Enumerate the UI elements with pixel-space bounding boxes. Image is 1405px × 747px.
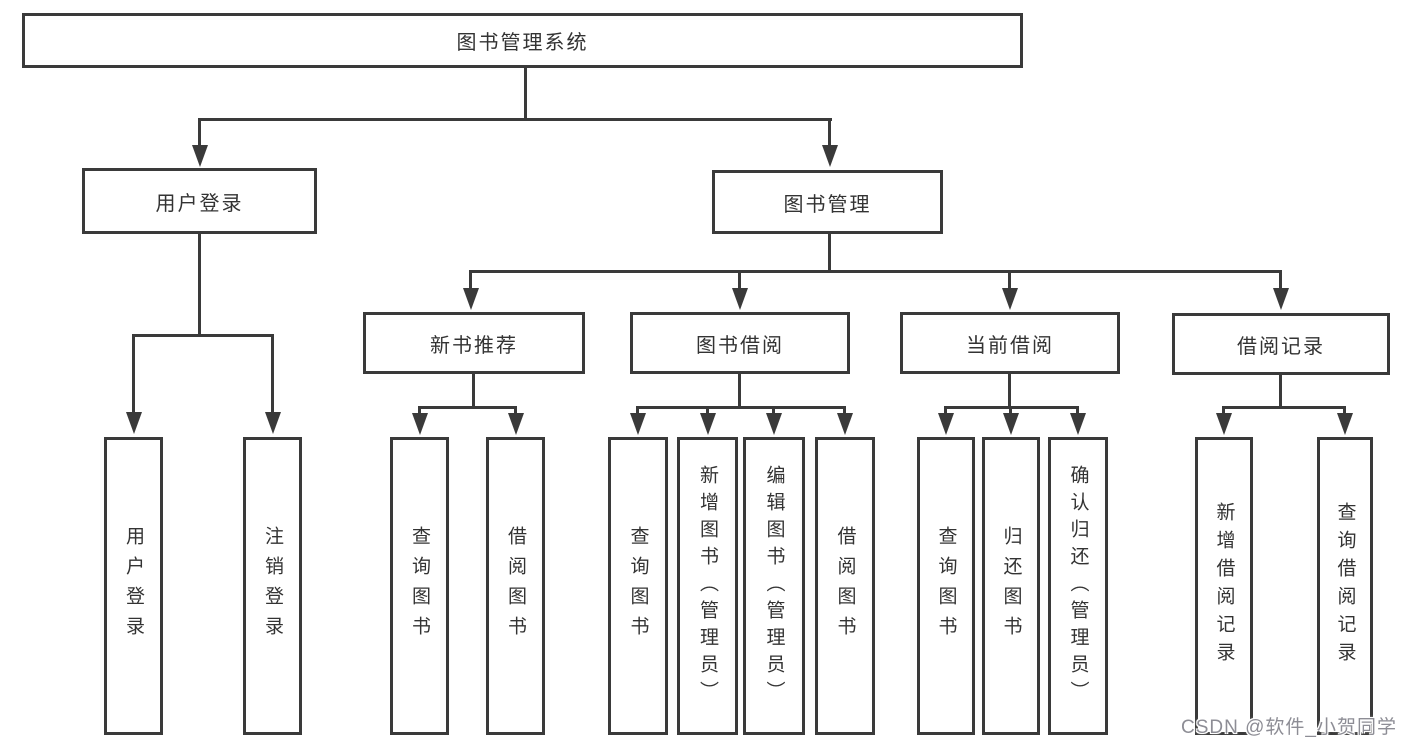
node-label: 新书推荐	[430, 334, 518, 357]
connector-drop	[706, 406, 709, 416]
leaf-label: 注销登录	[262, 526, 283, 646]
node-label: 图书管理	[783, 193, 872, 216]
leaf-label: 确认归还（管理员）	[1067, 464, 1089, 708]
leaf-query-books-recommend: 查询图书	[390, 437, 449, 735]
arrowhead-leaf	[508, 413, 524, 435]
leaf-label: 查询图书	[409, 526, 430, 646]
connector-book-mgmt-stem	[828, 233, 831, 273]
connector-drop	[636, 406, 639, 416]
arrowhead-new-book	[463, 288, 479, 310]
connector-user-login-stem	[198, 233, 201, 337]
node-book-management: 图书管理	[712, 170, 943, 234]
leaf-label: 借阅图书	[834, 526, 856, 646]
node-current-borrowing: 当前借阅	[900, 312, 1120, 374]
connector-drop	[1222, 406, 1225, 416]
arrowhead-leaf-user-login	[126, 412, 142, 434]
arrowhead-leaf	[938, 413, 954, 435]
arrowhead-leaf	[1070, 413, 1086, 435]
leaf-label: 归还图书	[1000, 526, 1022, 646]
node-label: 用户登录	[155, 192, 244, 215]
leaf-add-books-admin: 新增图书（管理员）	[677, 437, 738, 735]
connector-drop	[843, 406, 846, 416]
leaf-borrow-books-recommend: 借阅图书	[486, 437, 545, 735]
arrowhead-leaf	[1216, 413, 1232, 435]
arrowhead-leaf	[766, 413, 782, 435]
node-borrowing-records: 借阅记录	[1172, 313, 1390, 375]
leaf-label: 新增图书（管理员）	[697, 464, 718, 708]
connector-current-borrow-children-horizontal	[945, 406, 1079, 409]
leaf-edit-books-admin: 编辑图书（管理员）	[743, 437, 805, 735]
connector-drop	[418, 406, 421, 416]
connector-leaf-user-login-drop	[132, 334, 135, 414]
csdn-watermark: CSDN @软件_小贺同学	[1181, 717, 1397, 738]
connector-drop	[944, 406, 947, 416]
arrowhead-leaf	[412, 413, 428, 435]
leaf-label: 编辑图书（管理员）	[763, 464, 785, 708]
node-book-borrowing: 图书借阅	[630, 312, 850, 374]
connector-new-book-stem	[472, 374, 475, 408]
arrowhead-leaf	[1337, 413, 1353, 435]
node-label: 借阅记录	[1237, 335, 1325, 358]
node-new-book-recommend: 新书推荐	[363, 312, 585, 374]
arrowhead-leaf	[837, 413, 853, 435]
connector-root-stem	[524, 68, 527, 120]
connector-drop	[514, 406, 517, 416]
connector-current-borrow-stem	[1008, 374, 1011, 408]
connector-drop	[1343, 406, 1346, 416]
connector-book-borrow-stem	[738, 374, 741, 408]
arrowhead-leaf-logout	[265, 412, 281, 434]
connector-level3-horizontal	[470, 270, 1282, 273]
leaf-logout-login: 注销登录	[243, 437, 302, 735]
connector-new-book-children-horizontal	[418, 406, 517, 409]
connector-current-borrow-drop	[1008, 270, 1011, 290]
node-label: 图书管理系统	[456, 32, 589, 54]
leaf-label: 借阅图书	[505, 526, 526, 646]
leaf-add-borrow-record: 新增借阅记录	[1195, 437, 1253, 735]
node-user-login: 用户登录	[82, 168, 317, 234]
connector-drop	[772, 406, 775, 416]
connector-user-login-children-horizontal	[132, 334, 274, 337]
connector-user-login-drop	[198, 118, 201, 148]
connector-borrow-record-children-horizontal	[1223, 406, 1346, 409]
leaf-label: 用户登录	[123, 526, 144, 646]
leaf-query-books-borrowing: 查询图书	[608, 437, 668, 735]
connector-level2-horizontal	[198, 118, 832, 121]
leaf-return-books: 归还图书	[982, 437, 1040, 735]
leaf-label: 查询图书	[627, 526, 649, 646]
node-label: 当前借阅	[966, 334, 1054, 357]
connector-book-mgmt-drop	[828, 118, 831, 148]
leaf-query-books-current: 查询图书	[917, 437, 975, 735]
connector-drop	[1076, 406, 1079, 416]
arrowhead-leaf	[700, 413, 716, 435]
node-label: 图书借阅	[696, 334, 784, 357]
leaf-label: 查询借阅记录	[1334, 502, 1356, 670]
leaf-borrow-books-borrowing: 借阅图书	[815, 437, 875, 735]
arrowhead-leaf	[630, 413, 646, 435]
arrowhead-leaf	[1003, 413, 1019, 435]
connector-borrow-record-drop	[1279, 270, 1282, 290]
arrowhead-book-borrow	[732, 288, 748, 310]
leaf-confirm-return-admin: 确认归还（管理员）	[1048, 437, 1108, 735]
leaf-user-login: 用户登录	[104, 437, 163, 735]
arrowhead-user-login	[192, 145, 208, 167]
arrowhead-borrow-record	[1273, 288, 1289, 310]
connector-book-borrow-drop	[738, 270, 741, 290]
leaf-query-borrow-record: 查询借阅记录	[1317, 437, 1373, 735]
connector-drop	[1009, 406, 1012, 416]
connector-leaf-logout-drop	[271, 334, 274, 414]
arrowhead-current-borrow	[1002, 288, 1018, 310]
connector-book-borrow-children-horizontal	[637, 406, 846, 409]
connector-new-book-drop	[469, 270, 472, 290]
leaf-label: 新增借阅记录	[1213, 502, 1235, 670]
leaf-label: 查询图书	[935, 526, 957, 646]
arrowhead-book-mgmt	[822, 145, 838, 167]
node-book-management-system: 图书管理系统	[22, 13, 1023, 68]
connector-borrow-record-stem	[1279, 375, 1282, 408]
